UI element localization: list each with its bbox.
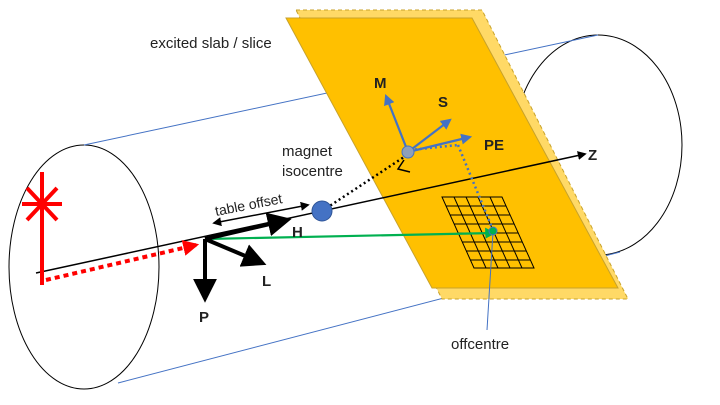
- slice-axis-pe: [407, 133, 473, 154]
- z-axis: [35, 151, 587, 274]
- table-offset-arrow: [212, 201, 310, 227]
- slab-label: excited slab / slice: [150, 35, 272, 52]
- axis-z-label: Z: [588, 147, 597, 164]
- axis-p-label: P: [199, 309, 209, 326]
- isocentre-label-line2: isocentre: [282, 163, 343, 180]
- offcentre-point: [488, 226, 498, 236]
- slice-axes: [384, 93, 473, 154]
- offcentre-leader-line: [486, 231, 494, 331]
- patient-axis-h: [204, 212, 292, 241]
- excited-slab: [285, 9, 629, 300]
- bore-front-ellipse: [8, 144, 160, 390]
- offcentre-label: offcentre: [451, 336, 509, 353]
- axis-s-label: S: [438, 94, 448, 111]
- isocentre-label-line1: magnet: [282, 143, 333, 160]
- isocentre-dot: [311, 200, 333, 222]
- offcentre-vector: [204, 227, 497, 241]
- patient-axes: [193, 212, 292, 303]
- slice-origin-angle-mark: [396, 159, 411, 173]
- slice-axis-s: [407, 118, 452, 153]
- isocentre-to-slice-line: [321, 155, 405, 213]
- slab-front-plane: [285, 17, 619, 289]
- axis-h-label: H: [292, 224, 303, 241]
- patient-axis-l: [204, 237, 267, 267]
- table-offset-label: table offset: [214, 190, 284, 219]
- patient-to-origin-arrow: [45, 240, 200, 282]
- axis-m-label: M: [374, 75, 387, 92]
- offcentre-projection-lines: [409, 143, 495, 231]
- slice-origin-dot: [401, 145, 415, 159]
- axis-l-label: L: [262, 273, 271, 290]
- axis-pe-label: PE: [484, 137, 504, 154]
- patient-marker-centre: [37, 199, 47, 209]
- slice-axis-m: [384, 93, 410, 153]
